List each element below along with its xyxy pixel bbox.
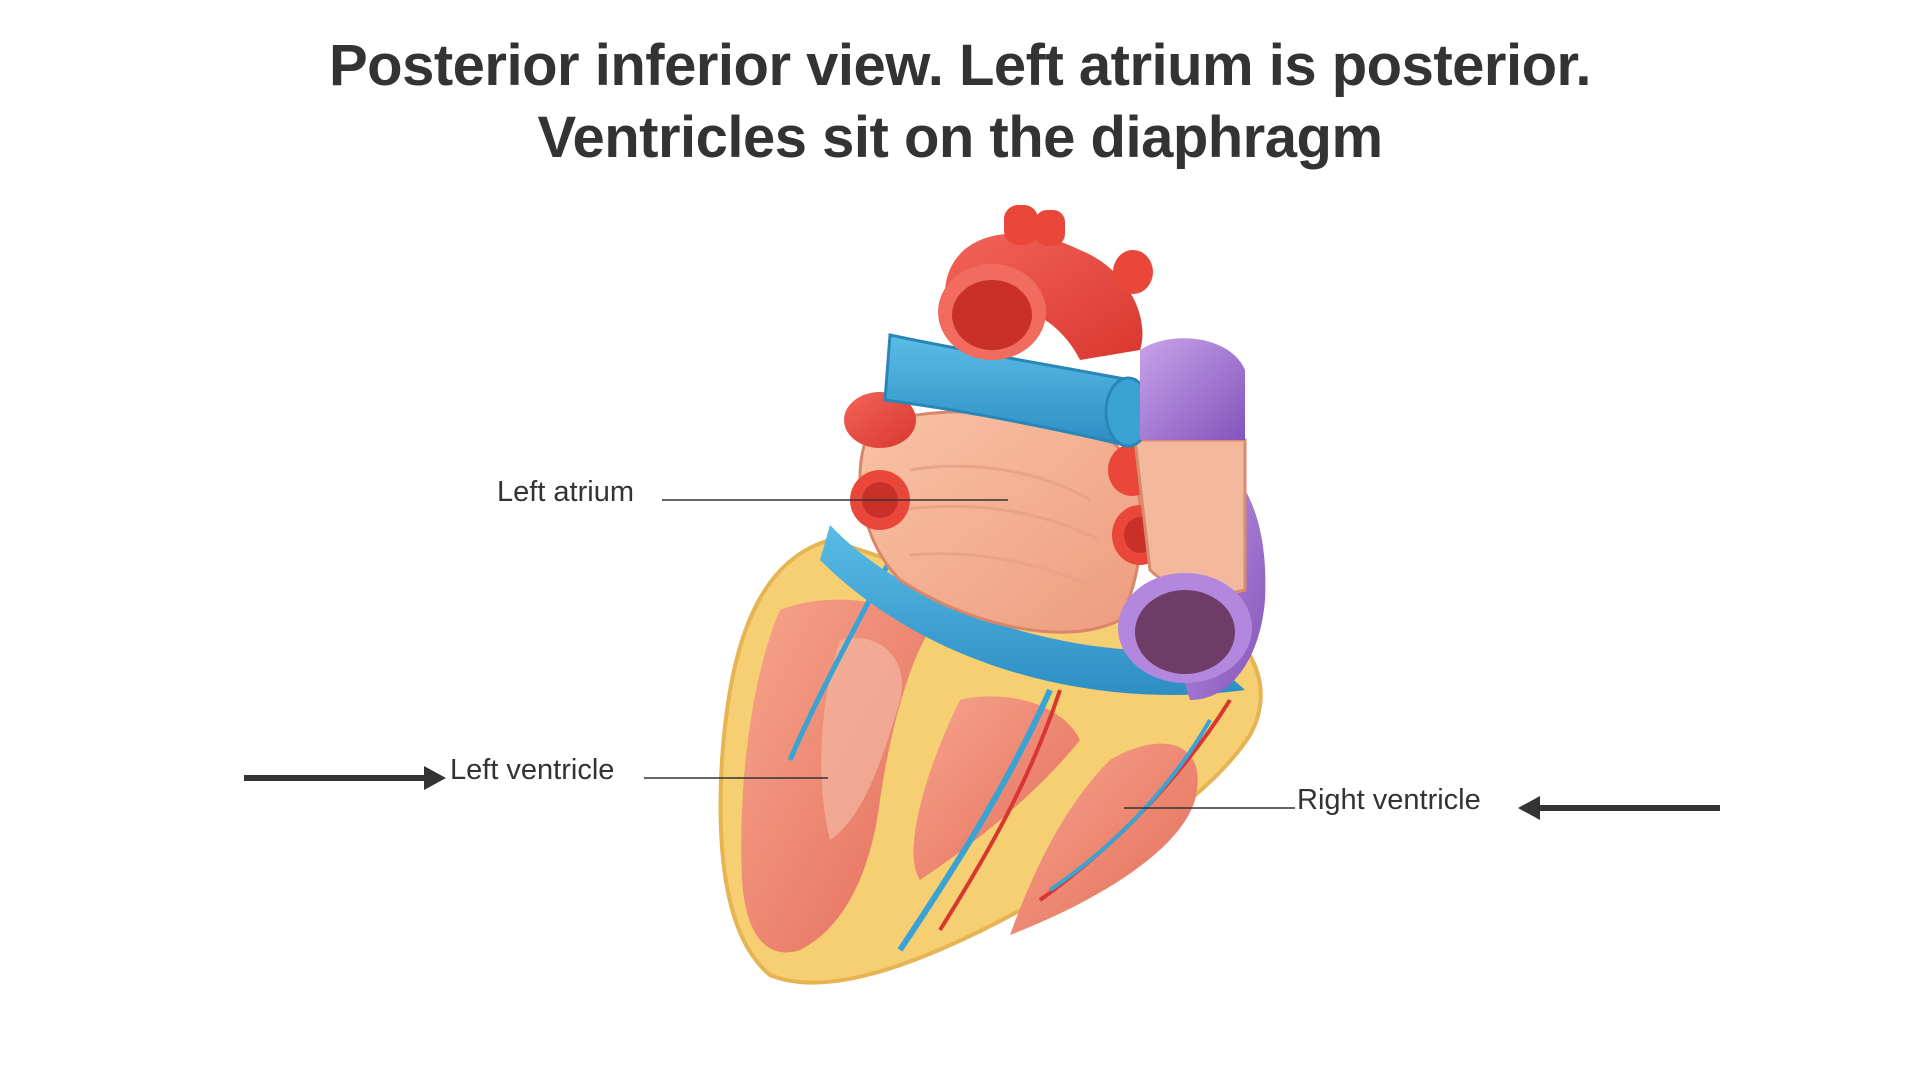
label-left-atrium: Left atrium bbox=[497, 476, 634, 508]
left-atrium-texture bbox=[899, 464, 1101, 587]
label-left-ventricle: Left ventricle bbox=[450, 754, 615, 786]
coronary-vein-2 bbox=[897, 688, 1053, 952]
aorta bbox=[938, 205, 1153, 360]
superior-vena-cava bbox=[1140, 338, 1245, 440]
arrow-left-icon bbox=[1518, 796, 1720, 820]
aortic-branch-3 bbox=[1113, 250, 1153, 294]
left-ventricle-inner bbox=[821, 638, 902, 840]
title-line-2: Ventricles sit on the diaphragm bbox=[537, 105, 1383, 170]
aortic-branch-1 bbox=[1004, 205, 1038, 245]
septal-muscle bbox=[913, 696, 1080, 880]
page-title: Posterior inferior view. Left atrium is … bbox=[0, 30, 1920, 174]
aortic-branch-2 bbox=[1035, 210, 1065, 246]
coronary-vein-3 bbox=[1048, 719, 1212, 892]
coronary-artery-1 bbox=[938, 689, 1062, 932]
right-atrium-wall bbox=[1133, 438, 1247, 596]
inferior-vena-cava bbox=[1118, 573, 1252, 683]
arrow-right-icon bbox=[244, 766, 446, 790]
label-right-ventricle: Right ventricle bbox=[1297, 784, 1481, 816]
aortic-lumen bbox=[952, 280, 1032, 350]
title-line-1: Posterior inferior view. Left atrium is … bbox=[328, 33, 1592, 98]
pulmonary-vein-left-upper bbox=[844, 392, 916, 448]
left-atrium bbox=[858, 410, 1143, 634]
